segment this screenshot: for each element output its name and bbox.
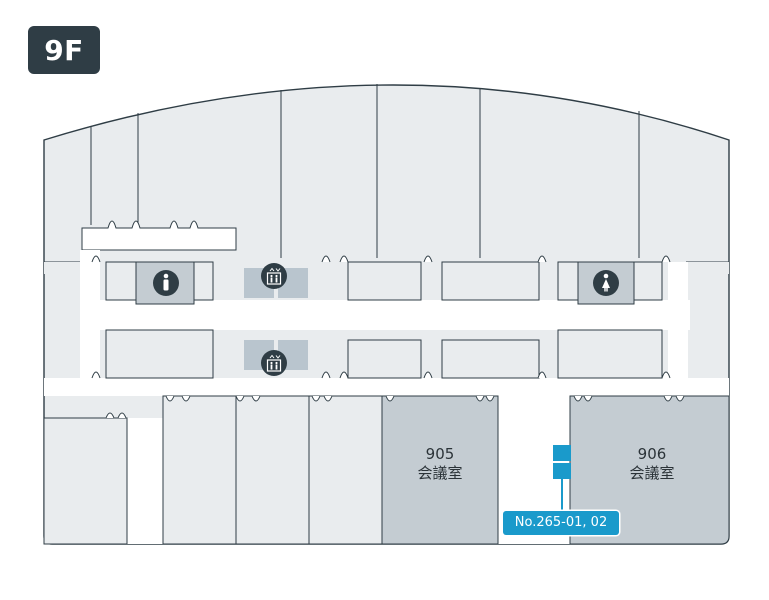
desk-tag[interactable]: No.265-01, 02 xyxy=(503,511,619,535)
bottom-door-notches xyxy=(105,395,685,419)
elevator-icon xyxy=(261,263,287,289)
elevator-icon xyxy=(261,350,287,376)
restroom-female-icon xyxy=(593,270,619,296)
room-name: 会議室 xyxy=(417,464,463,482)
core-lower xyxy=(105,329,663,379)
meeting-room-906 xyxy=(569,395,730,545)
room-number: 905 xyxy=(425,445,455,463)
restroom-male-icon xyxy=(153,270,179,296)
room-number: 906 xyxy=(637,445,667,463)
bottom-rooms xyxy=(43,395,383,545)
meeting-room-905-label: 905 会議室 xyxy=(400,445,480,483)
entry-notch xyxy=(81,220,237,251)
door-notches xyxy=(91,255,671,379)
room-name: 会議室 xyxy=(629,464,675,482)
meeting-room-906-label: 906 会議室 xyxy=(612,445,692,483)
meeting-room-905 xyxy=(381,395,499,545)
desk-marker xyxy=(553,445,571,511)
floor-badge: 9F xyxy=(28,26,100,74)
